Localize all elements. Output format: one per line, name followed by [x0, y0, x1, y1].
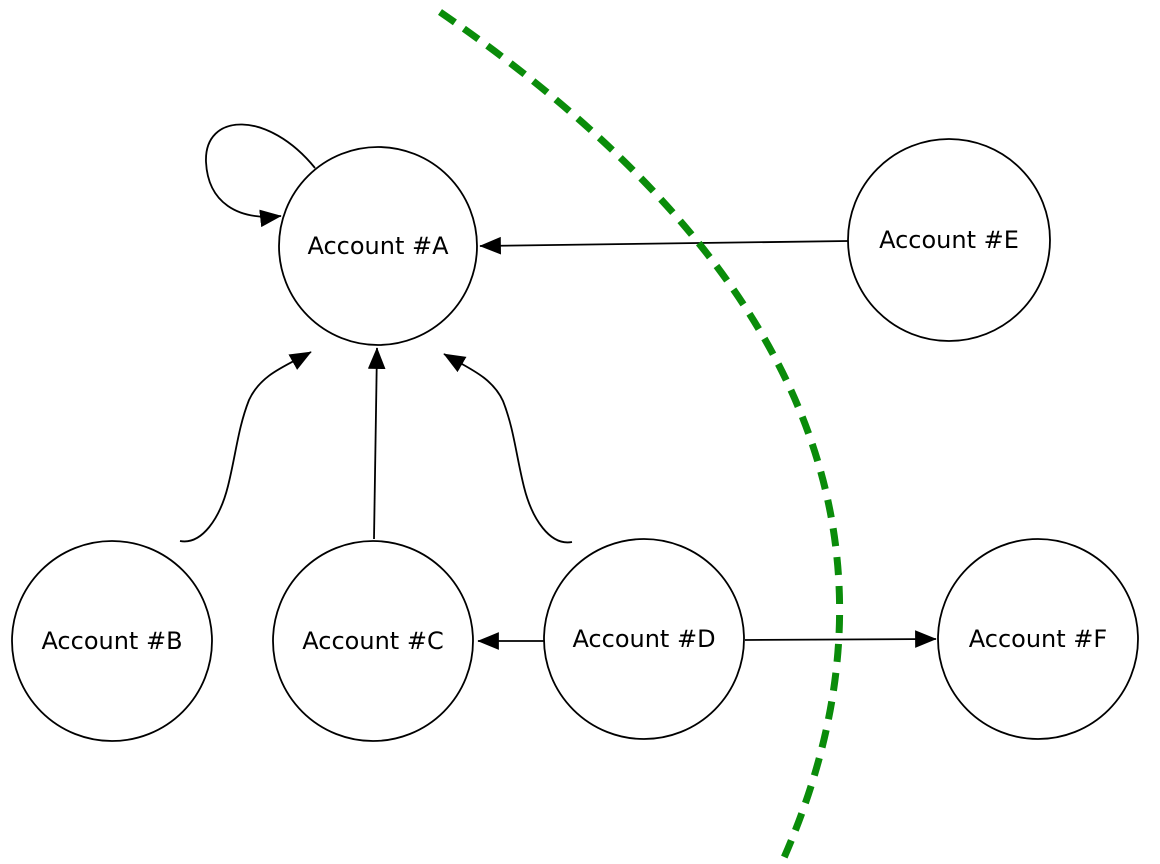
- node-account-f: Account #F: [937, 538, 1139, 740]
- node-circle-d: [543, 538, 745, 740]
- node-account-a: Account #A: [278, 146, 478, 346]
- node-account-b: Account #B: [11, 540, 213, 742]
- node-label-e: Account #E: [879, 226, 1019, 254]
- node-account-d: Account #D: [543, 538, 745, 740]
- nodes-layer: Account #A Account #B Account #C Account #D…: [11, 138, 1139, 742]
- node-circle-b: [11, 540, 213, 742]
- node-label-f: Account #F: [969, 625, 1107, 653]
- node-label-a: Account #A: [307, 232, 449, 260]
- edge-b-to-a: [179, 351, 312, 543]
- node-account-c: Account #C: [272, 540, 474, 742]
- edge-d-to-a: [443, 353, 573, 544]
- node-label-b: Account #B: [41, 627, 182, 655]
- edge-d-to-f: [744, 630, 937, 648]
- node-circle-c: [272, 540, 474, 742]
- edge-c-to-a: [367, 347, 386, 540]
- boundary-layer: [438, 9, 844, 862]
- node-circle-f: [937, 538, 1139, 740]
- node-circle-e: [847, 138, 1051, 342]
- node-label-c: Account #C: [302, 627, 443, 655]
- node-circle-a: [278, 146, 478, 346]
- edge-a-to-a: [205, 123, 316, 228]
- edges-layer: [179, 123, 937, 650]
- node-account-e: Account #E: [847, 138, 1051, 342]
- node-label-d: Account #D: [572, 625, 715, 653]
- edge-e-to-a: [479, 236, 849, 255]
- trust-boundary-dashed-curve: [438, 9, 844, 862]
